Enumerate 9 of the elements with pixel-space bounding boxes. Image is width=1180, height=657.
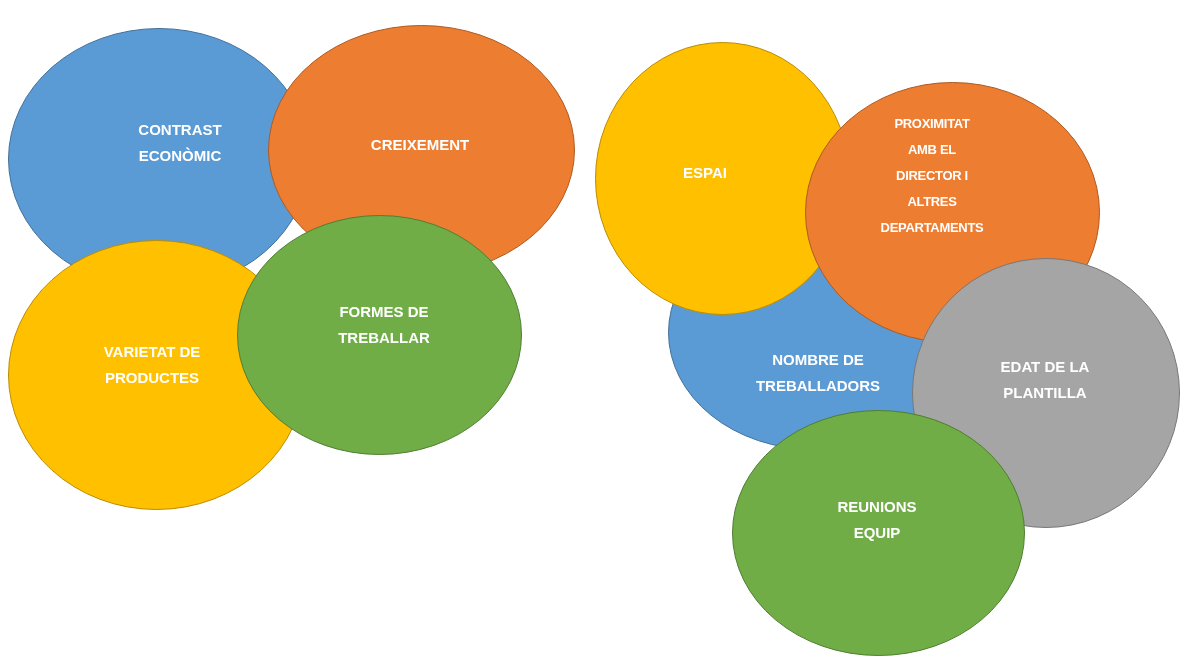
circle-label: ESPAI [682,163,728,183]
circle-label: EDAT DE LA PLANTILLA [999,357,1091,403]
circle-label: NOMBRE DE TREBALLADORS [754,350,882,396]
circle-label: CREIXEMENT [369,135,471,155]
circle-label: CONTRAST ECONÒMIC [137,120,223,166]
circle-label: PROXIMITAT AMB EL DIRECTOR I ALTRES DEPARTAMENTS [879,115,985,237]
circle-label: FORMES DE TREBALLAR [337,302,431,348]
circle-label: VARIETAT DE PRODUCTES [102,342,202,388]
circle-label: REUNIONS EQUIP [836,497,918,543]
